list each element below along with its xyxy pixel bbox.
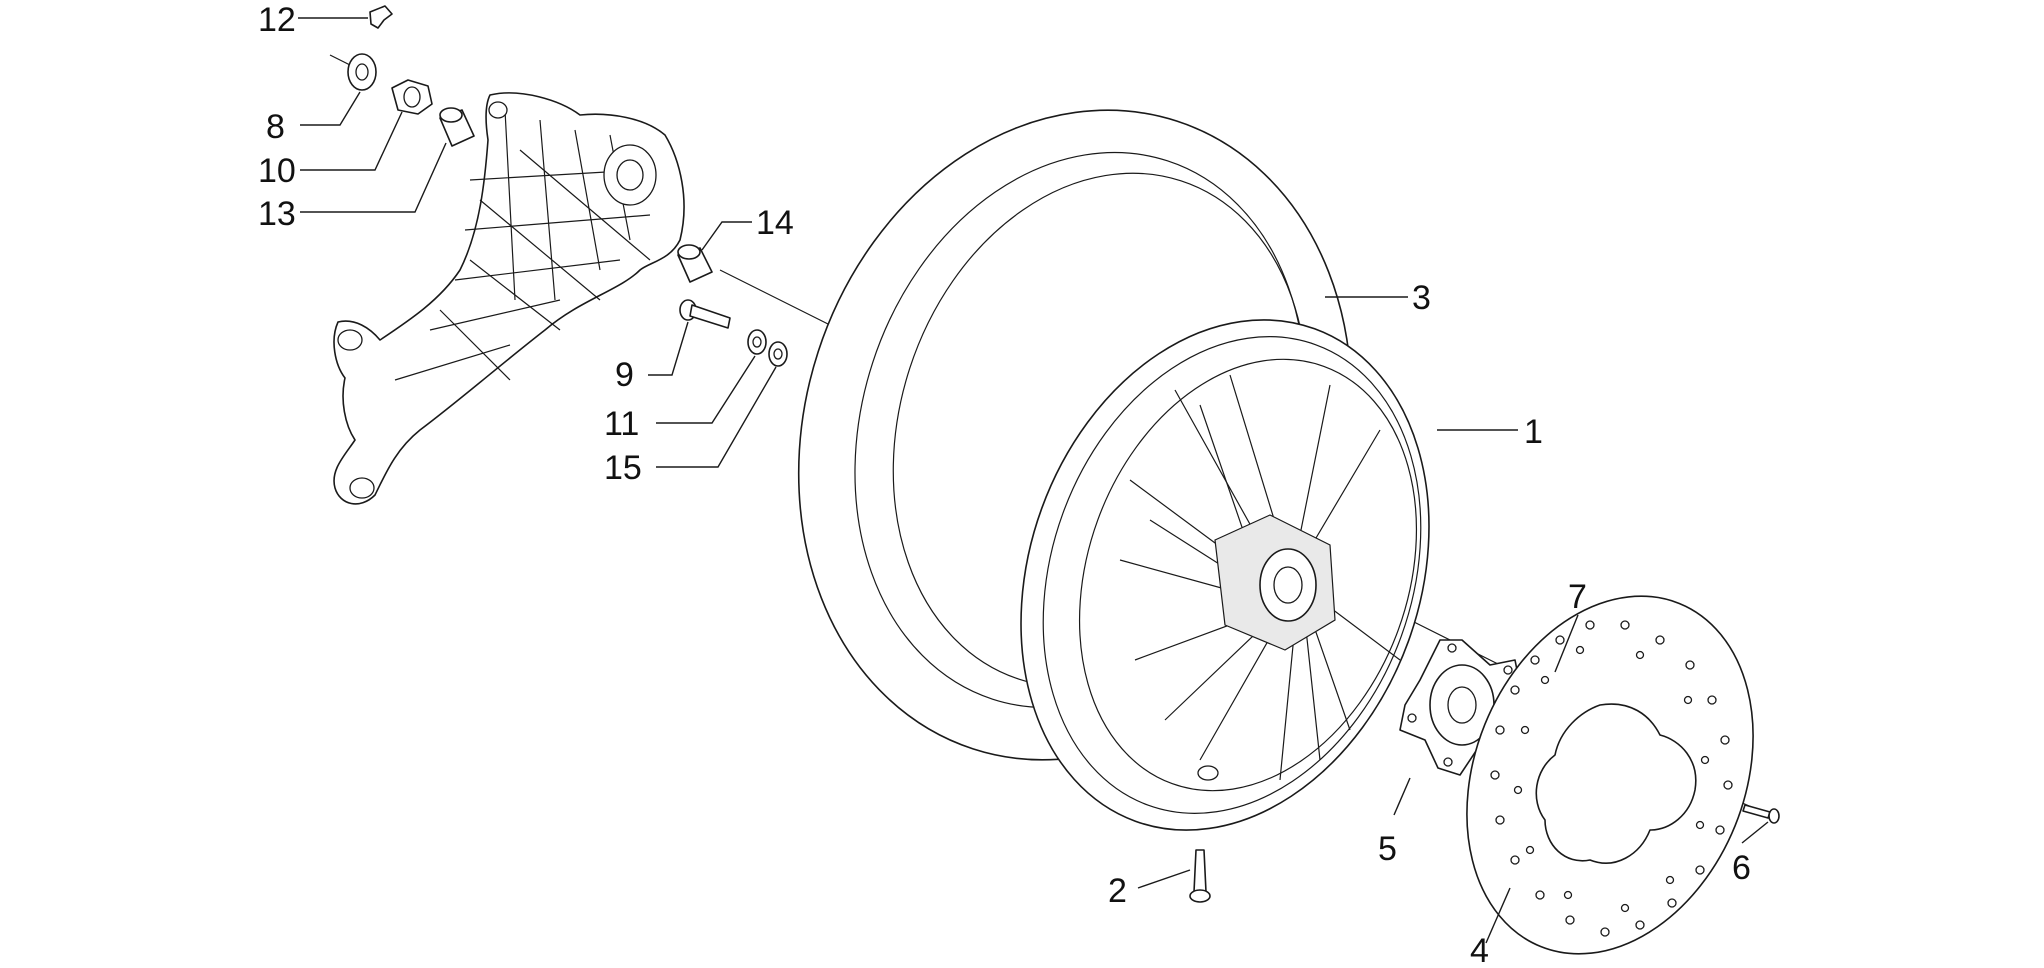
callout-2: 2 (1108, 872, 1127, 910)
callout-10: 10 (258, 152, 296, 190)
callout-8: 8 (266, 108, 285, 146)
part-2-valve (1189, 849, 1211, 903)
callout-7: 7 (1568, 578, 1587, 616)
part-8-split-pin-nut (329, 53, 377, 91)
leader-lines (298, 17, 1769, 944)
part-13-spacer (439, 107, 475, 147)
callout-13: 13 (258, 195, 296, 233)
part-12-valve-cap (369, 5, 393, 29)
part-6-disc-screw (1742, 804, 1780, 824)
swing-arm-bracket (333, 92, 685, 505)
callout-1: 1 (1524, 413, 1543, 451)
callout-15: 15 (604, 449, 642, 487)
part-14-bushing (677, 244, 713, 283)
part-11-washer (747, 329, 767, 355)
callout-6: 6 (1732, 849, 1751, 887)
callout-3: 3 (1412, 279, 1431, 317)
callout-labels: 12 8 10 13 14 9 11 15 3 1 2 7 6 5 4 (258, 1, 1751, 968)
part-10-nut (391, 79, 433, 115)
part-1-wheel-rim (1020, 319, 1430, 831)
callout-12: 12 (258, 1, 296, 39)
callout-4: 4 (1470, 932, 1489, 968)
callout-9: 9 (615, 356, 634, 394)
callout-11: 11 (604, 405, 639, 443)
callout-5: 5 (1378, 830, 1397, 868)
callout-14: 14 (756, 204, 794, 242)
part-4-brake-disc (1466, 595, 1754, 955)
part-15-washer (768, 341, 788, 367)
part-9-bolt (679, 299, 731, 329)
